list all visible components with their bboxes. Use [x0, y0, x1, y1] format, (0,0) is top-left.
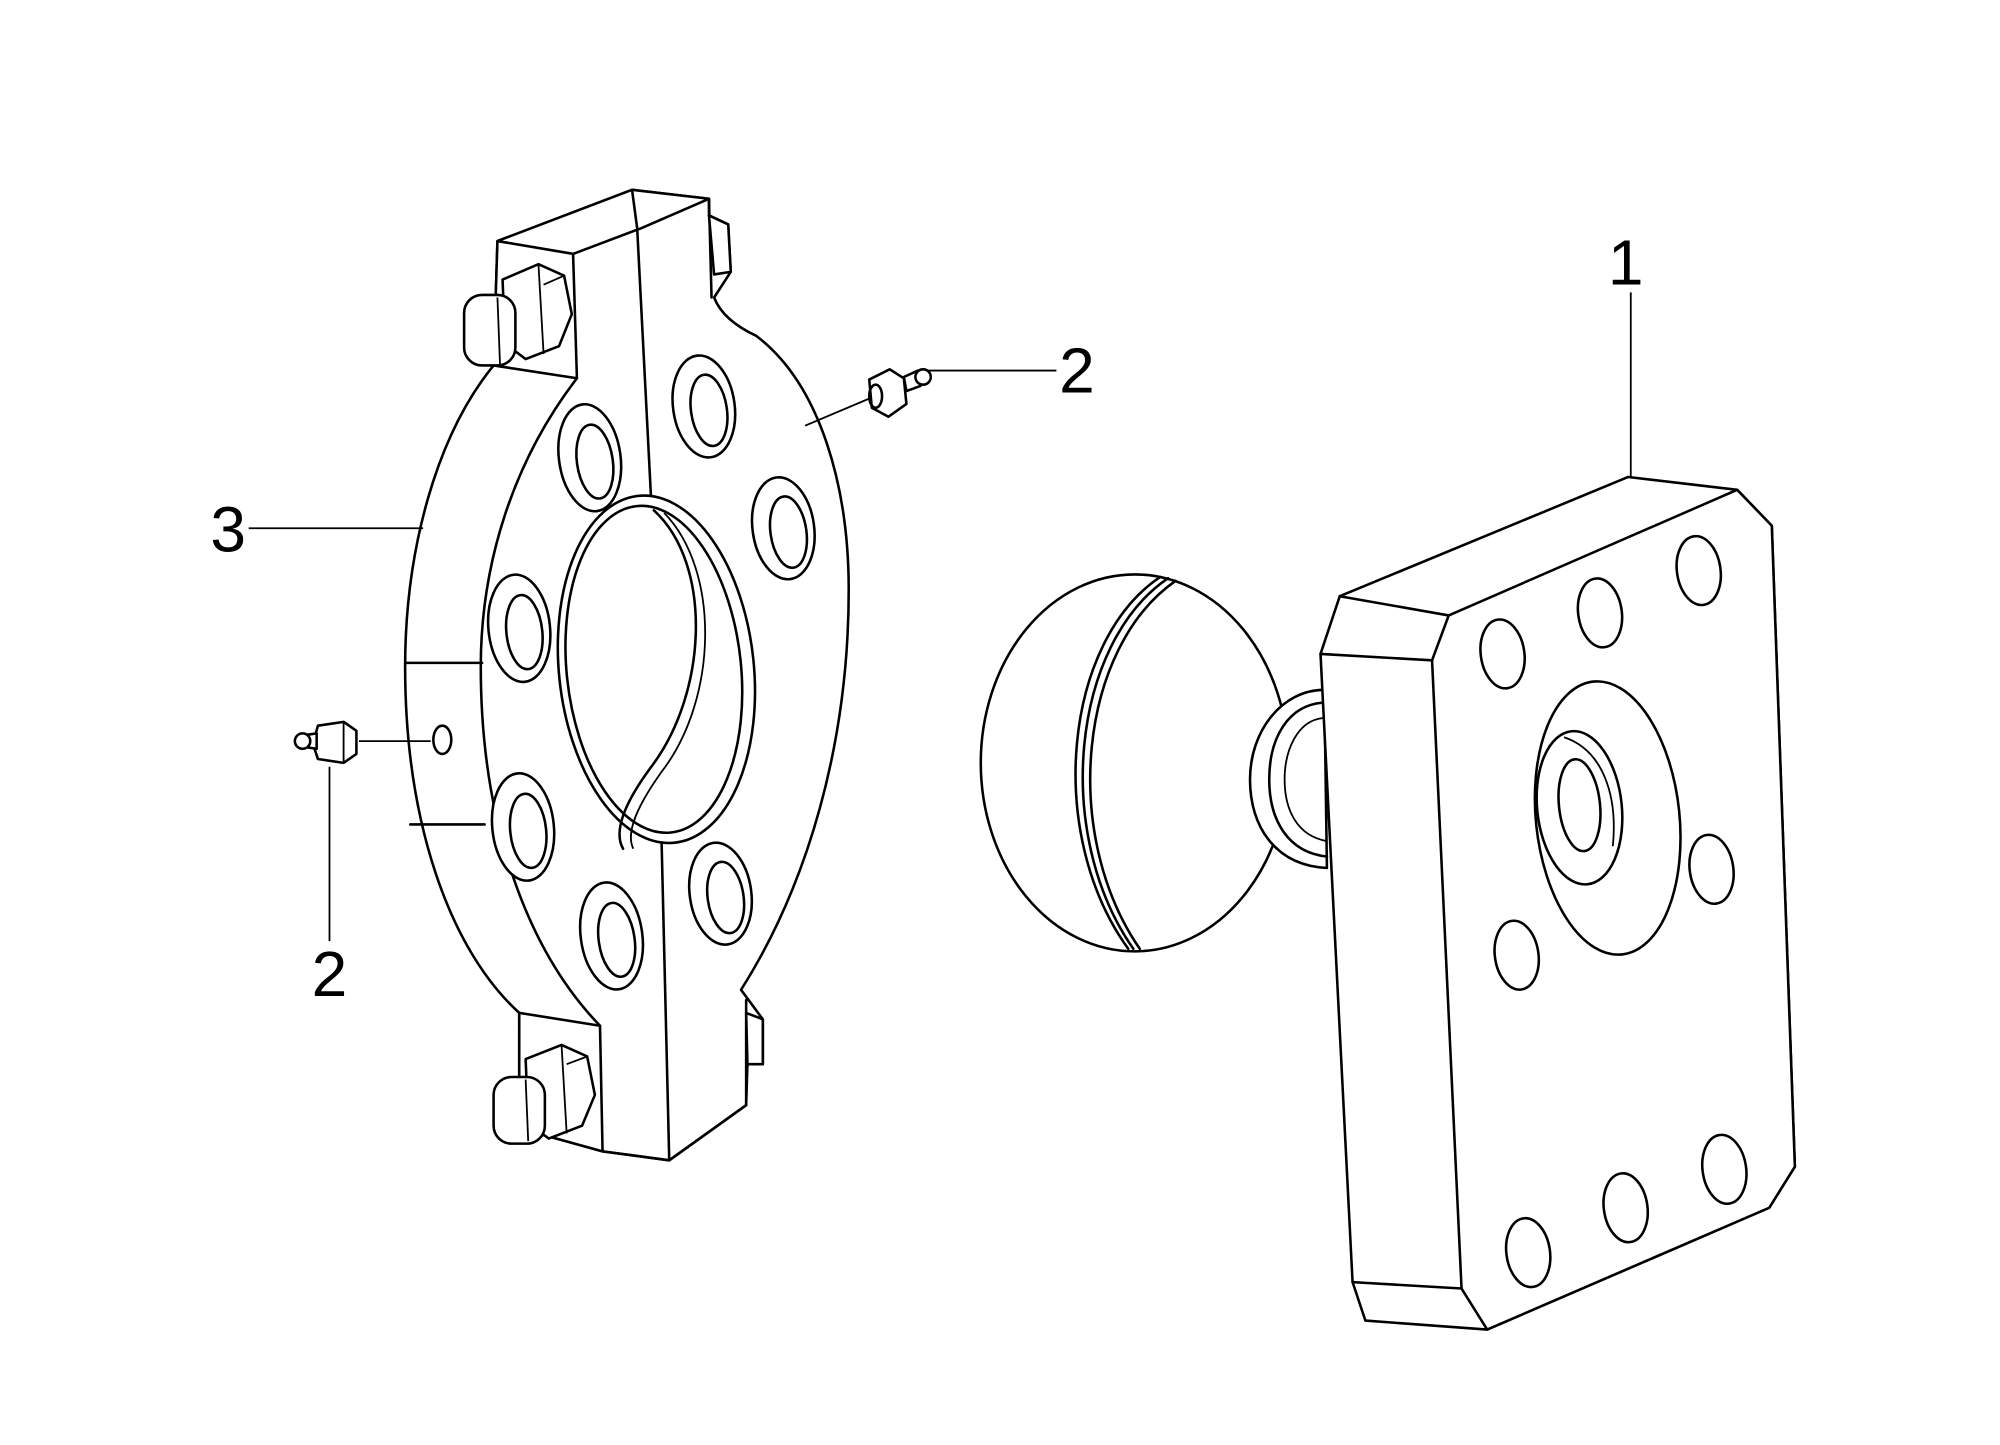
boss-recess	[1535, 729, 1624, 886]
callout-label-part-2-lower: 2	[312, 938, 348, 1010]
bolt-hole-inner	[689, 373, 729, 448]
bolt-hole-outer	[490, 772, 556, 882]
plate-hole	[1493, 919, 1541, 991]
callouts: 1 2 3 2	[210, 227, 1643, 1011]
bolt-hole-outer	[750, 476, 816, 581]
flange-bottom-bolt	[492, 1043, 597, 1145]
ball-stud-plate	[979, 475, 1797, 1331]
plate-center-boss	[1533, 680, 1682, 956]
bolt-hole-outer	[578, 881, 645, 991]
bolt-hole-outer	[671, 354, 737, 459]
plate-hole	[1602, 1172, 1650, 1244]
bolt-hole	[578, 881, 645, 991]
flange-top-right-nut	[707, 214, 733, 276]
bore-outer-edge	[556, 494, 757, 845]
boss-center-bore	[1557, 757, 1602, 853]
flange-bolt-holes	[486, 354, 816, 991]
ball	[979, 573, 1290, 953]
fitting-hex-body	[311, 720, 358, 765]
flange-split-line-lower	[660, 838, 671, 1162]
fitting-ball-tip	[293, 732, 312, 751]
plate-edge-lines	[1319, 594, 1463, 1290]
flange-front-face-left-edge	[479, 376, 602, 1027]
boss-outer-ring	[1533, 680, 1682, 956]
bolt-hole-inner	[705, 860, 746, 935]
bolt-hole-outer	[687, 841, 754, 946]
callout-label-part-1: 1	[1608, 227, 1644, 299]
plate-front-face	[1430, 488, 1797, 1331]
bolt-hole-inner	[504, 593, 544, 671]
flange-split-line-upper	[630, 188, 653, 504]
ball-neck	[1248, 688, 1329, 870]
plate-bolt-holes	[1479, 534, 1748, 1289]
bolt-hole	[557, 402, 623, 513]
bolt-hole	[490, 772, 556, 882]
bolt-hole	[671, 354, 737, 459]
plate-hole	[1675, 534, 1723, 607]
bolt-end-edge	[496, 297, 501, 365]
callout-label-part-2-upper: 2	[1059, 334, 1095, 406]
callout-label-part-3: 3	[210, 493, 246, 565]
split-flange	[403, 188, 851, 1162]
bore-inner-edge	[618, 509, 698, 851]
ball-seam-outer	[1074, 575, 1162, 951]
bolt-hole-outer	[486, 573, 552, 684]
bolt-hole	[687, 841, 754, 946]
bolt-hole-inner	[508, 792, 548, 870]
ball-seam-inner	[1088, 579, 1177, 951]
plate-hole	[1504, 1216, 1552, 1289]
ball-seam-middle	[1081, 576, 1170, 951]
bolt-hole-inner	[575, 423, 615, 500]
bore-chamfer-edge	[564, 504, 744, 835]
grease-fitting-lower	[293, 720, 431, 765]
grease-fitting-upper	[804, 368, 933, 427]
bolt-end-edge	[524, 1079, 530, 1142]
plate-hole	[1576, 577, 1624, 649]
flange-bottom-right-nut	[744, 1011, 765, 1066]
fitting-assembly-line	[804, 396, 873, 427]
ball-neck-groove	[1283, 717, 1328, 842]
boss-recess-depth	[1563, 736, 1615, 847]
plate-hole	[1479, 618, 1526, 690]
fitting-hex-body	[867, 368, 908, 419]
bolt-end	[492, 1075, 547, 1145]
bolt-hole-inner	[596, 901, 637, 978]
plate-hole	[1700, 1133, 1748, 1205]
flange-bore	[556, 494, 757, 851]
flange-grease-hole	[432, 724, 453, 756]
fitting-ball-tip	[914, 368, 933, 386]
bolt-hole	[750, 476, 816, 581]
bolt-hole	[486, 573, 552, 684]
bolt-hole-inner	[768, 495, 809, 570]
hex-nut-edge	[537, 264, 565, 354]
flange-top-bolt	[462, 262, 574, 367]
bore-inner-edge-2	[629, 512, 707, 850]
bolt-end	[462, 293, 517, 367]
bolt-hole-outer	[557, 402, 623, 513]
fitting-face	[867, 383, 884, 410]
ball-neck-collar	[1267, 701, 1329, 858]
hex-nut-edge	[560, 1044, 588, 1134]
plate-hole	[1688, 833, 1735, 905]
